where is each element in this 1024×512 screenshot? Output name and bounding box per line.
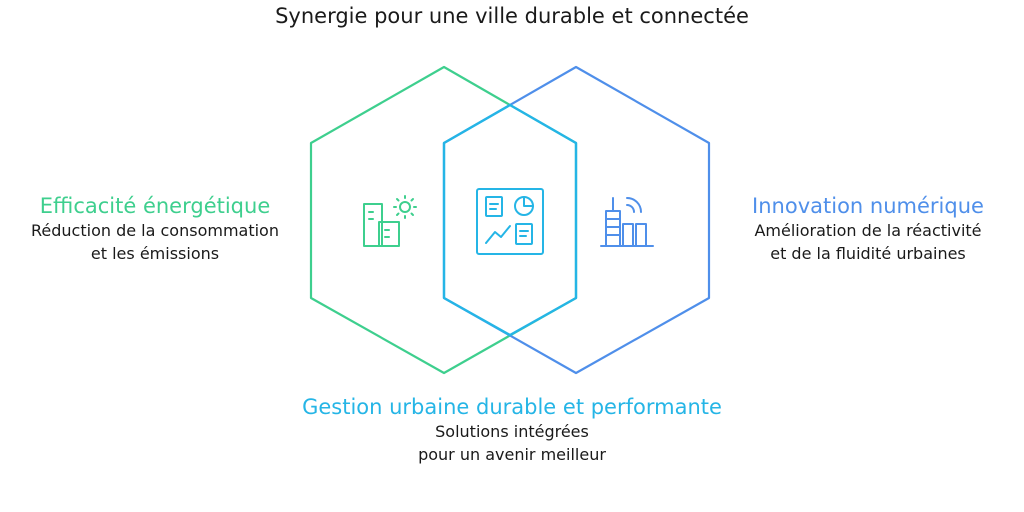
efficiency-desc-line-1: Réduction de la consommation [31,221,279,240]
dashboard-icon [476,188,544,255]
efficiency-heading: Efficacité énergétique [39,194,271,218]
diagram-title: Synergie pour une ville durable et conne… [275,4,749,28]
innovation-block: Innovation numérique Amélioration de la … [712,193,1024,265]
management-heading: Gestion urbaine durable et performante [302,395,722,419]
innovation-desc-line-1: Amélioration de la réactivité [754,221,982,240]
management-desc-line-1: Solutions intégrées [435,422,589,441]
building-sun-icon [363,195,417,247]
efficiency-block: Efficacité énergétique Réduction de la c… [0,193,310,265]
innovation-desc-line-2: et de la fluidité urbaines [770,244,966,263]
intersection-hexagon [442,103,578,337]
efficiency-desc-line-2: et les émissions [90,244,220,263]
management-block: Gestion urbaine durable et performante S… [212,394,812,466]
management-desc-line-2: pour un avenir meilleur [418,445,606,464]
antenna-city-icon [600,197,654,247]
innovation-heading: Innovation numérique [752,194,984,218]
